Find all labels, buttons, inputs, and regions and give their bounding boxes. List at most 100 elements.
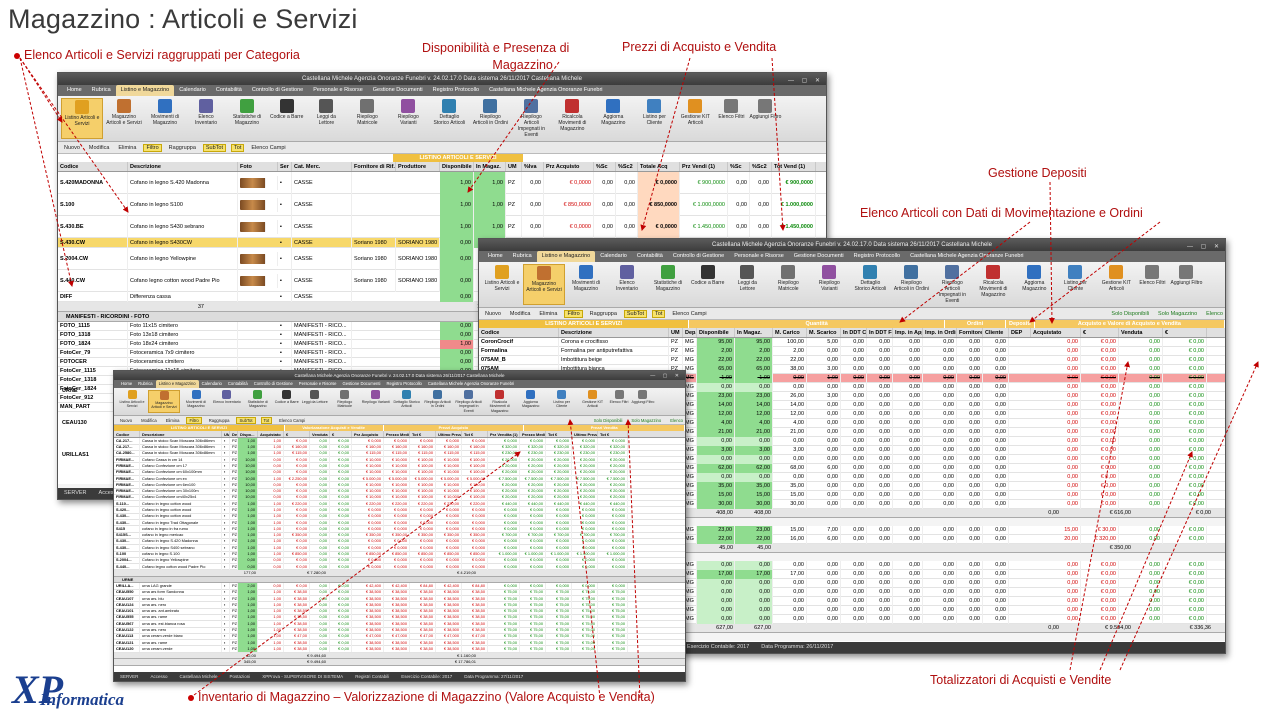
column-header[interactable]: %Sc2 (616, 162, 638, 171)
ribbon-button-10[interactable]: Riepilogo Articoli in Ordini (891, 264, 931, 305)
ribbon-button-15[interactable]: Gestione KIT Articoli (578, 390, 608, 413)
tab-5[interactable]: Controllo di Gestione (251, 87, 304, 93)
toolbar-raggruppa[interactable]: Raggruppa (589, 310, 617, 317)
toolbar-modifica[interactable]: Modifica (88, 144, 110, 151)
ribbon-button-7[interactable]: Riepilogo Matricole (330, 390, 360, 413)
toolbar-raggruppa[interactable]: Raggruppa (208, 417, 230, 423)
ribbon-button-15[interactable]: Gestione KIT Articoli (1096, 264, 1136, 305)
column-header[interactable]: Imp. in App. (895, 328, 923, 337)
column-header[interactable]: In DDT For (869, 328, 893, 337)
ribbon-button-8[interactable]: Riepilogo Varianti (388, 98, 428, 139)
ribbon-button-10[interactable]: Riepilogo Articoli in Ordini (470, 98, 510, 139)
ribbon-button-3[interactable]: Elenco Inventario (186, 98, 226, 139)
column-header[interactable]: Prz Vendi (1) (680, 162, 728, 171)
ribbon-button-14[interactable]: Listino per Cliente (1055, 264, 1095, 305)
toolbar-filtro[interactable]: Filtro (186, 416, 202, 424)
ribbon-button-11[interactable]: Riepilogo Articoli Impegnati in Eventi (454, 390, 484, 413)
column-header[interactable]: Fornitore di Rif. (354, 162, 396, 171)
tab-5[interactable]: Controllo di Gestione (672, 253, 725, 259)
column-header[interactable]: € (1081, 328, 1119, 337)
column-header[interactable]: Codice (58, 162, 128, 171)
column-header[interactable]: € (1163, 328, 1207, 337)
toolbar-raggruppa[interactable]: Raggruppa (168, 144, 196, 151)
ribbon-button-4[interactable]: Statistiche di Magazzino (227, 98, 267, 139)
ribbon-button-12[interactable]: Ricalcola Movimenti di Magazzino (552, 98, 592, 139)
ribbon-button-0[interactable]: Listino Articoli e Servizi (482, 264, 522, 305)
tab-5[interactable]: Controllo di Gestione (253, 381, 293, 386)
column-header[interactable]: Acquistato (258, 431, 284, 438)
column-header[interactable]: Tot € (546, 431, 572, 438)
toolbar-solo-disponibili[interactable]: Solo Disponibili (593, 417, 623, 423)
column-header[interactable]: %Sc (594, 162, 616, 171)
ribbon-button-9[interactable]: Dettaglio Storico Articoli (392, 390, 422, 413)
column-header[interactable]: Venduta (1119, 328, 1163, 337)
ribbon-button-16[interactable]: Elenco Filtri (716, 98, 746, 139)
column-header[interactable]: Ultimo Prezzo (574, 431, 598, 438)
column-header[interactable]: Prz Acquisto (544, 162, 594, 171)
ribbon-button-17[interactable]: Aggiungi Filtro (630, 390, 655, 413)
column-header[interactable]: Tot Vend (1) (772, 162, 816, 171)
column-header[interactable]: In DDT Cli (843, 328, 867, 337)
tab-6[interactable]: Personale e Risorse (313, 87, 363, 93)
column-header[interactable]: Codice (479, 328, 559, 337)
tab-1[interactable]: Rubrica (138, 381, 153, 386)
column-header[interactable]: Venduta (310, 431, 330, 438)
tab-6[interactable]: Personale e Risorse (298, 381, 337, 386)
column-header[interactable]: Tot € (598, 431, 628, 438)
toolbar-subtot[interactable]: SubTot (623, 309, 648, 318)
window-controls[interactable]: — ▢ ✕ (1186, 244, 1222, 250)
ribbon-button-7[interactable]: Riepilogo Matricole (347, 98, 387, 139)
ribbon-button-3[interactable]: Elenco Inventario (607, 264, 647, 305)
ribbon-button-14[interactable]: Listino per Cliente (547, 390, 577, 413)
ribbon-button-6[interactable]: Leggi da Lettore (306, 98, 346, 139)
column-header[interactable]: Cliente (983, 328, 1009, 337)
column-header[interactable]: Dispo... (238, 431, 258, 438)
toolbar-nuovo[interactable]: Nuovo (120, 417, 133, 423)
ribbon-button-17[interactable]: Aggiungi Filtro (747, 98, 783, 139)
column-header[interactable]: Ultimo Prezzo (438, 431, 462, 438)
toolbar-solo-magazzino[interactable]: Solo Magazzino (631, 417, 662, 423)
ribbon-button-8[interactable]: Riepilogo Varianti (809, 264, 849, 305)
ribbon-button-16[interactable]: Elenco Filtri (609, 390, 630, 413)
tab-8[interactable]: Registro Protocollo (432, 87, 480, 93)
toolbar-tot[interactable]: Tot (652, 309, 666, 318)
ribbon-button-1[interactable]: Magazzino Articoli e Servizi (104, 98, 144, 139)
toolbar-subtot[interactable]: SubTot (236, 416, 256, 424)
ribbon-button-4[interactable]: Statistiche di Magazzino (243, 390, 273, 413)
tab-2[interactable]: Listino e Magazzino (536, 251, 596, 262)
tab-7[interactable]: Gestione Documenti (342, 381, 381, 386)
ribbon-button-17[interactable]: Aggiungi Filtro (1168, 264, 1204, 305)
ribbon-button-12[interactable]: Ricalcola Movimenti di Magazzino (485, 390, 515, 413)
toolbar-elimina[interactable]: Elimina (539, 310, 558, 317)
column-header[interactable]: Acquistato (1031, 328, 1081, 337)
tab-0[interactable]: Home (67, 87, 82, 93)
ribbon-button-13[interactable]: Aggiorna Magazzino (1014, 264, 1054, 305)
column-header[interactable]: Imp. in Ordine (925, 328, 957, 337)
ribbon-button-12[interactable]: Ricalcola Movimenti di Magazzino (973, 264, 1013, 305)
ribbon-button-5[interactable]: Codice a Barre (274, 390, 300, 413)
ribbon-button-2[interactable]: Movimenti di Magazzino (181, 390, 211, 413)
tab-0[interactable]: Home (488, 253, 503, 259)
ribbon-button-2[interactable]: Movimenti di Magazzino (566, 264, 606, 305)
column-header[interactable]: M. Carico (773, 328, 807, 337)
column-header[interactable]: Fornitore (959, 328, 983, 337)
ribbon-button-14[interactable]: Listino per Cliente (634, 98, 674, 139)
toolbar-tot[interactable]: Tot (231, 143, 245, 152)
tab-4[interactable]: Contabilità (215, 87, 242, 93)
ribbon-button-1[interactable]: Magazzino Articoli e Servizi (523, 264, 565, 305)
column-header[interactable]: Totale Acq (638, 162, 680, 171)
tab-7[interactable]: Gestione Documenti (372, 87, 423, 93)
column-header[interactable]: Codice (114, 431, 140, 438)
ribbon-button-0[interactable]: Listino Articoli e Servizi (61, 98, 103, 139)
column-header[interactable]: Disponibile (440, 162, 474, 171)
tab-4[interactable]: Contabilità (227, 381, 248, 386)
ribbon-button-8[interactable]: Riepilogo Varianti (361, 390, 391, 413)
tab-8[interactable]: Registro Protocollo (853, 253, 901, 259)
